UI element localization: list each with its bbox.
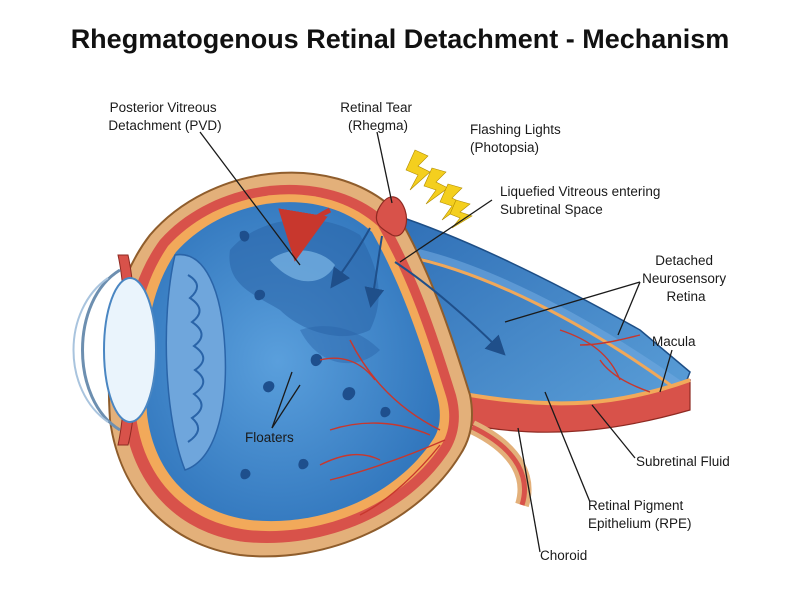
label-floaters: Floaters [245, 430, 294, 445]
retinal-vessels [319, 329, 651, 516]
cornea [72, 268, 121, 432]
ciliary-body [165, 253, 227, 471]
retinal-tear [375, 196, 408, 237]
label-liquefied-vitreous: Liquefied Vitreous entering Subretinal S… [500, 184, 664, 217]
lens [103, 277, 157, 423]
label-macula: Macula [652, 334, 696, 349]
flashing-lights-icon [405, 149, 473, 229]
label-pvd: Posterior Vitreous Detachment (PVD) [108, 100, 221, 133]
choroid-layer [468, 378, 691, 508]
label-subretinal-fluid: Subretinal Fluid [636, 454, 730, 469]
label-rpe: Retinal Pigment Epithelium (RPE) [588, 498, 692, 531]
fluid-flow-arrows [330, 227, 506, 356]
leader-lines [199, 131, 673, 553]
label-photopsia: Flashing Lights (Photopsia) [470, 122, 565, 155]
floaters [239, 230, 391, 480]
label-retinal-tear: Retinal Tear (Rhegma) [340, 100, 416, 133]
diagram-title: Rhegmatogenous Retinal Detachment - Mech… [70, 24, 730, 54]
label-choroid: Choroid [540, 548, 587, 563]
pvd-arrow [278, 207, 332, 262]
label-detached-retina: Detached Neurosensory Retina [642, 253, 730, 304]
vitreous-gel [229, 219, 380, 364]
